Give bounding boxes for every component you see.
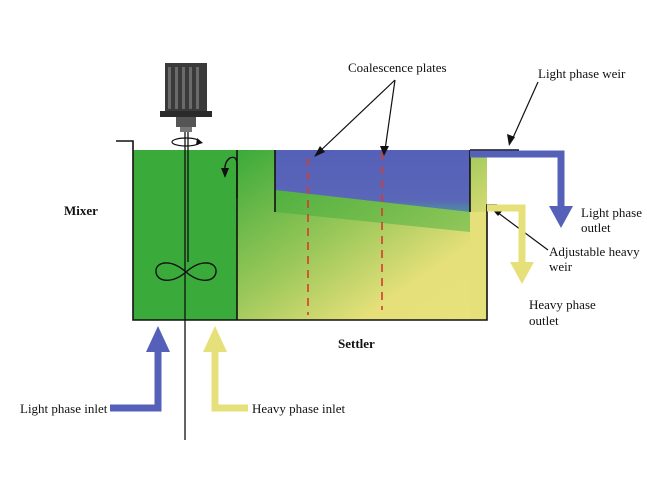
light-phase-layer [275,150,470,212]
rotation-arrowhead-icon [221,168,229,178]
heavy-phase-inlet-arrowhead [203,326,227,352]
interface-band [275,190,470,232]
shaft-rotation-icon [171,137,201,147]
light-phase-inlet-pipe [110,350,162,412]
light-phase-weir-label: Light phase weir [538,66,626,81]
motor-icon [160,63,212,132]
heavy-phase-inlet-pipe [211,350,248,412]
heavy-weir-chamber [470,212,487,320]
light-weir-leader [511,81,539,141]
heavy-phase-outlet-arrowhead [510,262,534,284]
plates-leader-2-head [380,146,389,156]
light-weir-leader-head [507,134,515,146]
light-phase-inlet-label: Light phase inlet [20,401,108,416]
light-phase-outlet-label-2: outlet [581,220,611,235]
settler-label: Settler [338,336,375,351]
light-phase-outlet-pipe [470,150,565,208]
light-phase-outlet-arrowhead [549,206,573,228]
light-phase-outlet-label-1: Light phase [581,205,643,220]
impeller-icon [155,262,217,281]
plates-leader-1-head [314,146,325,157]
heavy-phase-outlet-label-2: outlet [529,313,559,328]
plates-leader-1 [317,79,396,154]
shaft-rotation-head-icon [196,138,203,145]
adjustable-heavy-weir-label-2: weir [549,259,573,274]
adjustable-heavy-weir-label-1: Adjustable heavy [549,244,640,259]
plates-leader-2 [384,79,396,151]
light-phase-inlet-arrowhead [146,326,170,352]
heavy-phase-outlet-label-1: Heavy phase [529,297,596,312]
rotation-arrow-icon [224,156,238,198]
mixer-label: Mixer [64,203,98,218]
heavy-phase-outlet-pipe [487,204,526,265]
coalescence-plates-label: Coalescence plates [348,60,447,75]
heavy-phase-inlet-label: Heavy phase inlet [252,401,346,416]
